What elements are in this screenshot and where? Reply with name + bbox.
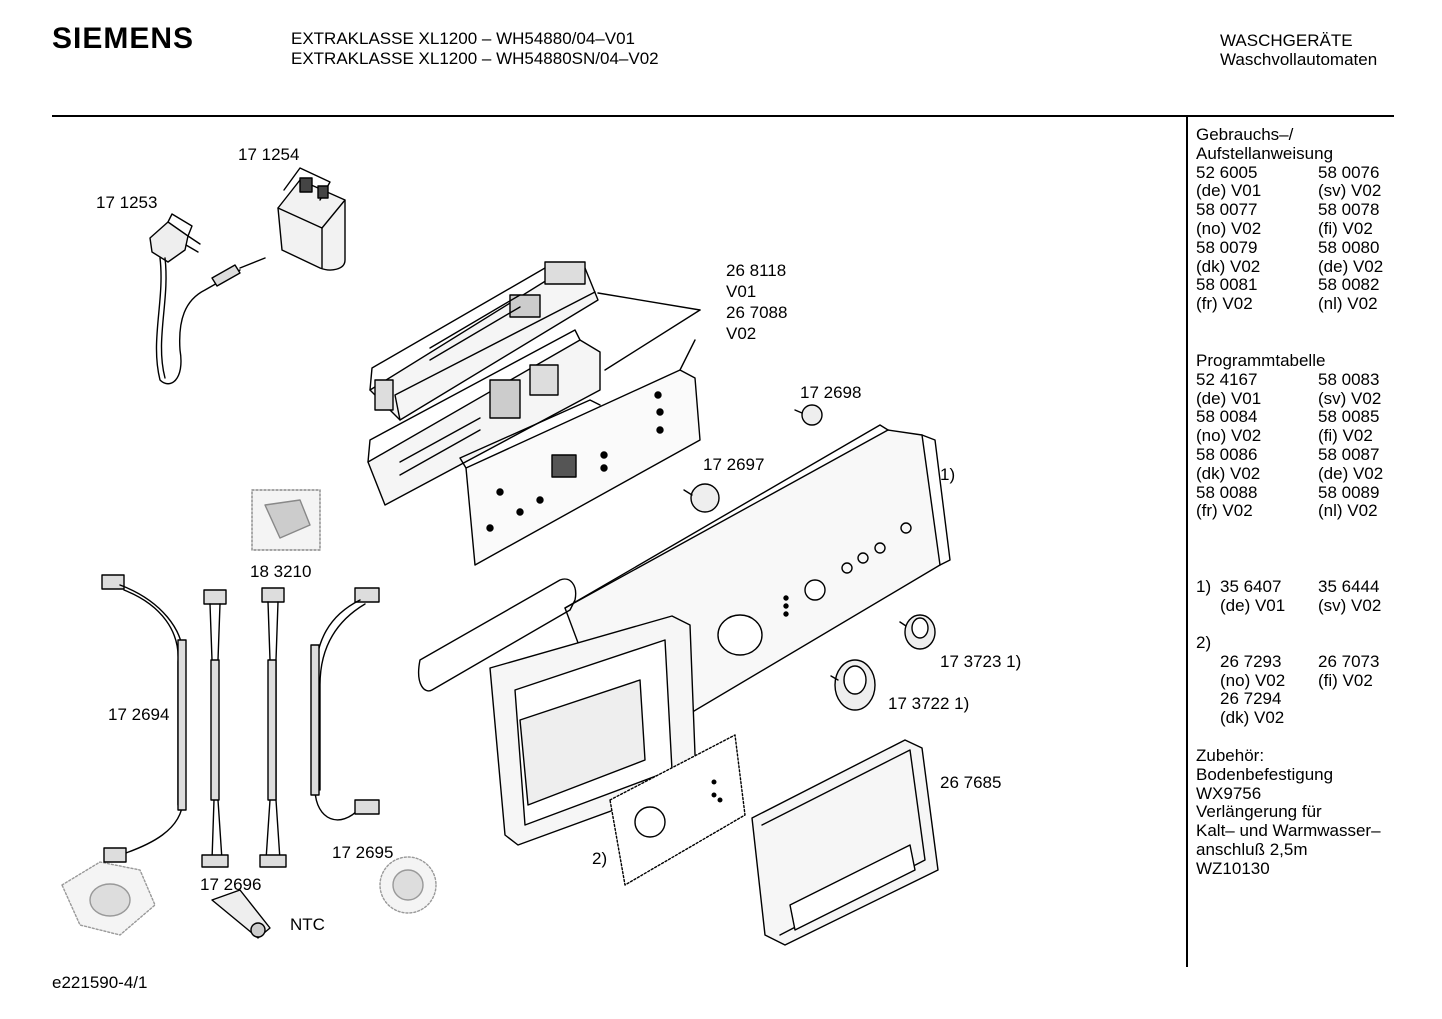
manual-cell-left: 58 0081 (1196, 275, 1258, 295)
callout-171254: 17 1254 (238, 145, 300, 164)
program-cell-right: 58 0085 (1318, 407, 1380, 427)
program-cell-left: (no) V02 (1196, 426, 1262, 446)
program-cell-right: (fi) V02 (1318, 426, 1373, 446)
callout-172698: 17 2698 (800, 383, 862, 402)
document-id: e221590-4/1 (52, 973, 148, 992)
manual-cell-left: 58 0077 (1196, 200, 1258, 220)
note-2-cell-left: 26 7294 (1220, 689, 1282, 709)
callout-172695: 17 2695 (332, 843, 394, 862)
sidebar-divider (1186, 117, 1188, 967)
callout-v02: V02 (726, 324, 757, 343)
program-cell-left: 52 4167 (1196, 369, 1258, 389)
manual-cell-right: (fi) V02 (1318, 218, 1373, 238)
wire-harness-172696-right (259, 587, 287, 868)
wire-harness-172695 (310, 587, 380, 821)
program-cell-right: (sv) V02 (1318, 388, 1382, 408)
program-cell-right: 58 0083 (1318, 369, 1380, 389)
wire-harness-172694 (101, 574, 187, 863)
dispenser-frame (489, 615, 697, 846)
header-divider (52, 115, 1394, 117)
ntc-sensor-part (211, 889, 271, 939)
program-cell-left: (dk) V02 (1196, 463, 1261, 483)
interference-filter-part (277, 167, 346, 271)
callout-172694: 17 2694 (108, 705, 170, 724)
program-cell-left: 58 0086 (1196, 444, 1258, 464)
manual-cell-right: 58 0082 (1318, 275, 1380, 295)
program-cell-left: (de) V01 (1196, 388, 1262, 408)
accessory-text: Zubehör: (1196, 746, 1265, 765)
callout-ref-2: 2) (592, 849, 608, 868)
accessory-text: Kalt– und Warmwasser– (1196, 821, 1381, 841)
model-line-1: EXTRAKLASSE XL1200 – WH54880/04–V01 (291, 29, 635, 48)
note-2-cell-left: (no) V02 (1220, 670, 1286, 690)
callout-268118: 26 8118 (726, 261, 787, 280)
program-cell-right: (nl) V02 (1318, 501, 1378, 521)
program-cell-left: (fr) V02 (1196, 501, 1253, 521)
program-cell-right: 58 0089 (1318, 482, 1380, 502)
callout-172697: 17 2697 (703, 455, 765, 474)
cover-plate-part (609, 734, 746, 886)
knob-part-172697 (683, 483, 720, 513)
manual-cell-left: (fr) V02 (1196, 294, 1253, 314)
callout-ref-1: 1) (940, 465, 956, 484)
callout-267088: 26 7088 (726, 303, 788, 322)
manual-cell-left: (de) V01 (1196, 181, 1262, 201)
callout-183210: 18 3210 (250, 562, 312, 581)
program-cell-left: 58 0084 (1196, 407, 1258, 427)
callout-173722: 17 3722 1) (888, 694, 970, 713)
callout-171253: 17 1253 (96, 193, 158, 212)
program-cell-right: 58 0087 (1318, 444, 1380, 464)
selector-knob-173722 (830, 659, 876, 711)
accessory-text: anschluß 2,5m (1196, 839, 1308, 859)
callout-v01: V01 (726, 282, 757, 301)
small-knob-part-172698 (794, 404, 823, 426)
manual-cell-right: 58 0078 (1318, 200, 1380, 220)
note-2-cell-right: 26 7073 (1318, 651, 1380, 671)
door-flap-part (751, 739, 939, 946)
selector-knob-173723 (899, 614, 936, 650)
brand-logo: SIEMENS (52, 22, 195, 55)
control-housing-lower (367, 309, 701, 506)
accessory-text: Verlängerung für (1196, 802, 1322, 822)
callout-267685: 26 7685 (940, 773, 1002, 792)
manual-cell-left: (dk) V02 (1196, 256, 1261, 276)
manual-cell-left: 52 6005 (1196, 162, 1258, 182)
note-2-cell-right: (fi) V02 (1318, 670, 1373, 690)
callout-172696: 17 2696 (200, 875, 262, 894)
callout-ntc: NTC (290, 915, 325, 934)
manual-cell-right: (nl) V02 (1318, 294, 1378, 314)
wire-harness-172696-left (201, 589, 229, 868)
pump-sensor-ghost-left (61, 861, 156, 936)
accessory-text: Bodenbefestigung (1196, 764, 1334, 784)
manual-cell-right: 58 0076 (1318, 162, 1380, 182)
category-title: WASCHGERÄTE (1220, 31, 1353, 50)
accessory-text: WZ10130 (1196, 858, 1270, 878)
manual-cell-right: 58 0080 (1318, 237, 1380, 257)
note-2-cell-left: (dk) V02 (1220, 708, 1285, 728)
manual-cell-right: (de) V02 (1318, 256, 1384, 276)
manual-cell-left: 58 0079 (1196, 237, 1258, 257)
sensor-part-183210 (251, 489, 321, 551)
panel-seal (418, 578, 577, 692)
pump-sensor-ghost-right (379, 856, 437, 914)
callout-173723: 17 3723 1) (940, 652, 1022, 671)
program-cell-right: (de) V02 (1318, 463, 1384, 483)
manual-cell-right: (sv) V02 (1318, 181, 1382, 201)
model-line-2: EXTRAKLASSE XL1200 – WH54880SN/04–V02 (291, 49, 659, 68)
exploded-parts-drawing (61, 167, 951, 946)
subcategory-title: Waschvollautomaten (1220, 50, 1378, 69)
accessory-text: WX9756 (1196, 783, 1262, 803)
control-housing-upper (369, 261, 701, 421)
program-cell-left: 58 0088 (1196, 482, 1258, 502)
note-2-cell-left: 26 7293 (1220, 651, 1282, 671)
power-cord-part (149, 213, 266, 385)
manual-cell-left: (no) V02 (1196, 218, 1262, 238)
electronic-module-part (459, 339, 701, 566)
